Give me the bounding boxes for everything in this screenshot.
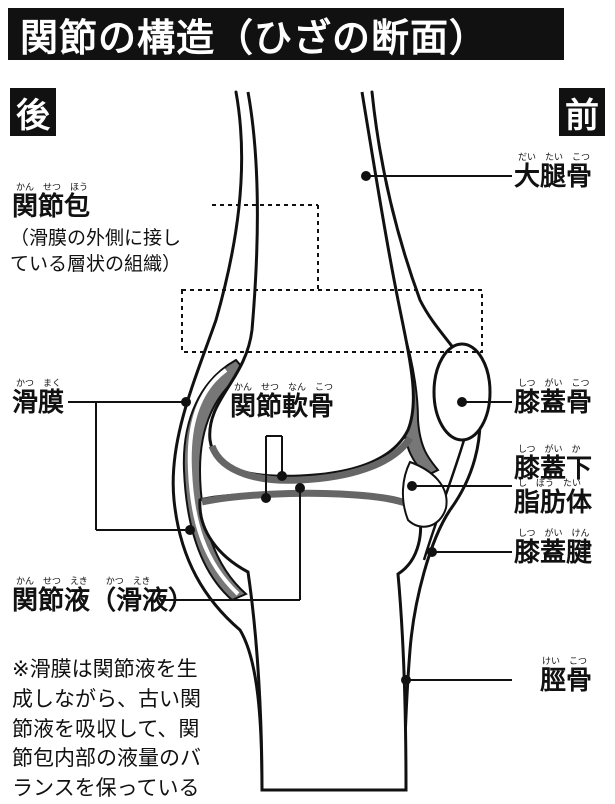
tibia-bone bbox=[198, 492, 422, 792]
cartilage-ruby: かん せつ なん こつ bbox=[234, 383, 334, 393]
patella-ruby: しつ がい こつ bbox=[518, 379, 590, 389]
footnote-line: ランスを保っている bbox=[12, 776, 200, 801]
fat-pad-ruby-2: し ぼう たい bbox=[518, 479, 582, 489]
cartilage-label: 関節軟骨 bbox=[230, 392, 335, 422]
fat-pad-ruby-1: しつ がい か bbox=[518, 445, 581, 455]
synovium-label: 滑膜 bbox=[12, 388, 65, 418]
capsule-label: 関節包 bbox=[12, 192, 91, 222]
footnote-line: 節液を吸収して、関 bbox=[12, 716, 200, 741]
femur-bone bbox=[208, 91, 415, 478]
tendon-label: 膝蓋腱 bbox=[514, 538, 593, 568]
tibia-label: 脛骨 bbox=[540, 666, 593, 696]
fat-pad bbox=[402, 460, 448, 528]
femur-ruby: だい たい こつ bbox=[518, 153, 591, 163]
capsule-ruby: かん せつ ほう bbox=[16, 183, 89, 193]
capsule-outline bbox=[181, 289, 483, 353]
femur-label: 大腿骨 bbox=[514, 162, 593, 192]
back-side-tag: 後 bbox=[10, 88, 56, 136]
page-title: 関節の構造（ひざの断面） bbox=[20, 15, 489, 60]
patella-label: 膝蓋骨 bbox=[514, 388, 593, 418]
fat-pad-label-2: 脂肪体 bbox=[514, 488, 593, 518]
capsule-desc-line-2: ている層状の組織） bbox=[10, 253, 182, 275]
tendon-ruby: しつ がい けん bbox=[518, 529, 590, 539]
skin-front-outline bbox=[370, 90, 482, 792]
synovium-back-inner bbox=[187, 368, 240, 596]
fluid-ruby: かん せつ えき かつ えき bbox=[16, 577, 151, 587]
tibia-ruby: けい こつ bbox=[542, 657, 588, 667]
capsule-desc-line-1: （滑膜の外側に接し bbox=[10, 227, 182, 249]
fat-pad-label-1: 膝蓋下 bbox=[514, 454, 593, 484]
footnote-line: ※滑膜は関節液を生 bbox=[12, 657, 198, 681]
femur-cartilage bbox=[208, 435, 413, 484]
title-bar: 関節の構造（ひざの断面） bbox=[8, 8, 564, 60]
tibia-cartilage bbox=[201, 489, 418, 512]
patella-bone bbox=[432, 342, 492, 442]
fluid-label: 関節液（滑液） bbox=[12, 586, 195, 616]
front-side-tag: 前 bbox=[559, 88, 605, 136]
skin-back-outline bbox=[171, 90, 264, 792]
footnote-line: 節包内部の液量のバ bbox=[12, 746, 201, 771]
footnote: ※滑膜は関節液を生 成しながら、古い関 節液を吸収して、関 節包内部の液量のバ … bbox=[12, 655, 201, 804]
synovium-ruby: かつ まく bbox=[16, 379, 62, 389]
footnote-line: 成しながら、古い関 bbox=[12, 686, 201, 711]
